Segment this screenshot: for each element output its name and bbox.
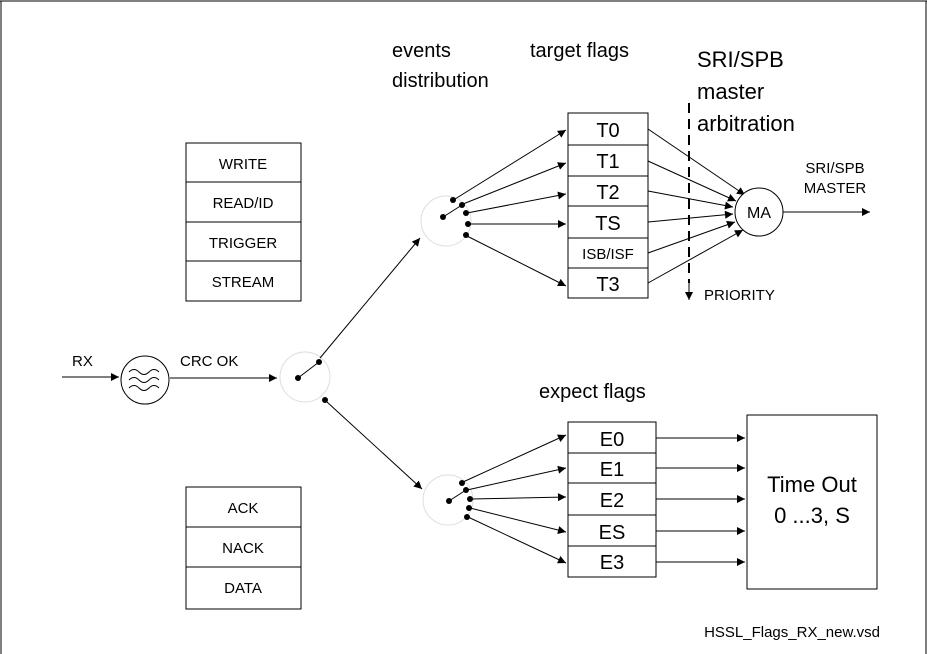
frame-type-nack: NACK xyxy=(222,540,264,557)
frame-type-read-id: READ/ID xyxy=(213,195,274,212)
expect-flag-e2: E2 xyxy=(600,490,624,512)
target-flag-t1: T1 xyxy=(596,151,619,173)
timeout-label-2: 0 ...3, S xyxy=(774,503,850,528)
t3-to-ma xyxy=(647,229,744,284)
master-out-label-2: MASTER xyxy=(804,180,867,197)
t2-to-ma xyxy=(647,190,734,210)
frame-type-ack: ACK xyxy=(228,500,259,517)
crc-filter-icon xyxy=(120,355,170,405)
events-distribution-label-1: events xyxy=(392,40,451,62)
expect-flag-es: ES xyxy=(599,522,626,544)
switch-to-expect-arrow xyxy=(326,401,423,490)
isb-to-ma xyxy=(647,220,736,254)
dist-to-es xyxy=(469,507,567,534)
dist-to-e3 xyxy=(467,516,567,564)
frame-type-write: WRITE xyxy=(219,156,267,173)
priority-label: PRIORITY xyxy=(704,287,775,304)
events-distribution-switch xyxy=(420,195,472,247)
ma-label: MA xyxy=(747,205,771,222)
events-distribution-label-2: distribution xyxy=(392,70,489,92)
frame-type-data: DATA xyxy=(224,580,262,597)
arbitration-label-2: master xyxy=(697,79,764,104)
arbitration-label-3: arbitration xyxy=(697,111,795,136)
rx-label: RX xyxy=(72,353,93,370)
expect-flag-e3: E3 xyxy=(600,552,624,574)
target-flag-t2: T2 xyxy=(596,182,619,204)
master-arbiter: MA xyxy=(734,187,784,237)
expect-flags-box: E0 E1 E2 ES E3 xyxy=(567,421,657,578)
frame-type-trigger: TRIGGER xyxy=(209,235,278,252)
dist-to-e1 xyxy=(466,465,567,491)
ts-to-ma xyxy=(647,210,734,223)
target-flag-t3: T3 xyxy=(596,274,619,296)
expect-distribution-switch xyxy=(422,474,474,526)
t1-to-ma xyxy=(647,160,737,202)
timeout-box: Time Out 0 ...3, S xyxy=(746,414,878,590)
file-name-label: HSSL_Flags_RX_new.vsd xyxy=(704,624,880,641)
arbitration-label-1: SRI/SPB xyxy=(697,47,784,72)
target-flags-label: target flags xyxy=(530,40,629,62)
expect-flag-e1: E1 xyxy=(600,459,624,481)
timeout-label-1: Time Out xyxy=(767,472,857,497)
target-flags-box: T0 T1 T2 TS ISB/ISF T3 xyxy=(567,112,649,299)
dist-to-t2 xyxy=(466,191,567,214)
frame-types-top-box: WRITE READ/ID TRIGGER STREAM xyxy=(185,142,302,302)
dist-to-e0 xyxy=(462,434,567,483)
dist-to-t0 xyxy=(454,129,567,200)
switch-to-events-arrow xyxy=(319,237,421,359)
target-flag-isb-isf: ISB/ISF xyxy=(582,246,634,263)
master-out-label-1: SRI/SPB xyxy=(805,160,864,177)
expect-flags-label: expect flags xyxy=(539,381,646,403)
dist-to-t1 xyxy=(462,162,567,205)
main-switch xyxy=(279,351,331,403)
target-flag-t0: T0 xyxy=(596,120,619,142)
target-flag-ts: TS xyxy=(595,213,621,235)
frame-type-stream: STREAM xyxy=(212,274,275,291)
dist-to-e2 xyxy=(470,493,567,502)
t0-to-ma xyxy=(647,128,746,196)
crc-ok-label: CRC OK xyxy=(180,353,238,370)
expect-flag-e0: E0 xyxy=(600,429,624,451)
frame-types-bottom-box: ACK NACK DATA xyxy=(185,486,302,610)
dist-to-t3 xyxy=(466,235,567,287)
